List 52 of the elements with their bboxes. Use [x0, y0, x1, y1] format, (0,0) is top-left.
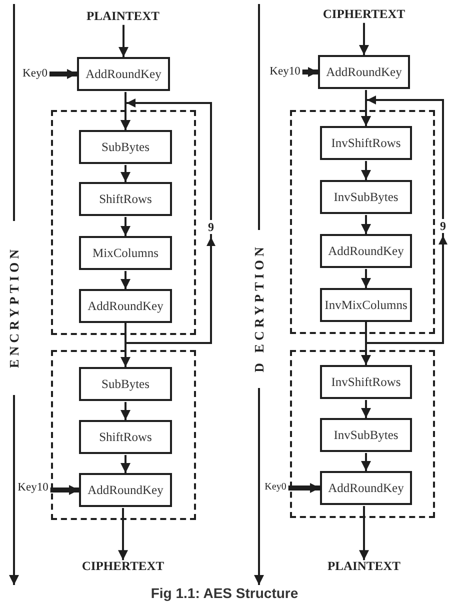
arrow [361, 161, 371, 180]
io-label: CIPHERTEXT [82, 560, 164, 574]
arrow [359, 506, 369, 560]
arrow [302, 67, 318, 77]
arrow [118, 24, 128, 57]
direction-label: ENCRYPTION [8, 246, 20, 368]
process-box: MixColumns [79, 236, 172, 270]
process-box: InvSubBytes [320, 180, 412, 214]
key-label: Key0 [264, 482, 286, 492]
round-group [290, 350, 435, 518]
arrow [49, 69, 77, 79]
arrow [361, 453, 371, 471]
edge-label: 9 [207, 220, 215, 234]
arrow [120, 324, 130, 367]
arrow [361, 269, 371, 288]
arrow [361, 400, 371, 418]
round-group [51, 110, 196, 335]
arrow [120, 165, 130, 182]
edge-label: 9 [439, 218, 447, 232]
key-label: Key10 [270, 66, 300, 78]
figure-caption: Fig 1.1: AES Structure [150, 586, 298, 602]
arrow [359, 22, 369, 55]
arrow [120, 455, 130, 473]
io-label: PLAINTEXT [328, 560, 400, 574]
process-box: AddRoundKey [79, 473, 172, 507]
round-group [290, 110, 435, 334]
arrow [50, 485, 79, 495]
arrow [118, 508, 128, 560]
arrow [120, 402, 130, 420]
arrow [361, 215, 371, 234]
arrow [288, 483, 320, 493]
arrow [120, 271, 130, 289]
process-box: InvSubBytes [320, 418, 412, 452]
arrow [120, 217, 130, 236]
key-label: Key10 [18, 482, 48, 494]
process-box: InvShiftRows [320, 126, 412, 160]
io-label: CIPHERTEXT [322, 8, 406, 22]
process-box: ShiftRows [79, 182, 172, 216]
process-box: AddRoundKey [318, 55, 410, 89]
process-box: InvShiftRows [320, 365, 412, 399]
process-box: SubBytes [79, 367, 172, 401]
key-label: Key0 [22, 68, 48, 80]
round-group [51, 350, 196, 520]
process-box: AddRoundKey [320, 234, 412, 268]
io-label: PLAINTEXT [86, 10, 160, 24]
process-box: AddRoundKey [320, 471, 412, 505]
process-box: AddRoundKey [79, 289, 172, 323]
process-box: InvMixColumns [320, 288, 412, 322]
direction-label: D ECRYPTION [252, 244, 266, 372]
process-box: SubBytes [79, 130, 172, 164]
process-box: ShiftRows [79, 420, 172, 454]
process-box: AddRoundKey [77, 57, 170, 91]
